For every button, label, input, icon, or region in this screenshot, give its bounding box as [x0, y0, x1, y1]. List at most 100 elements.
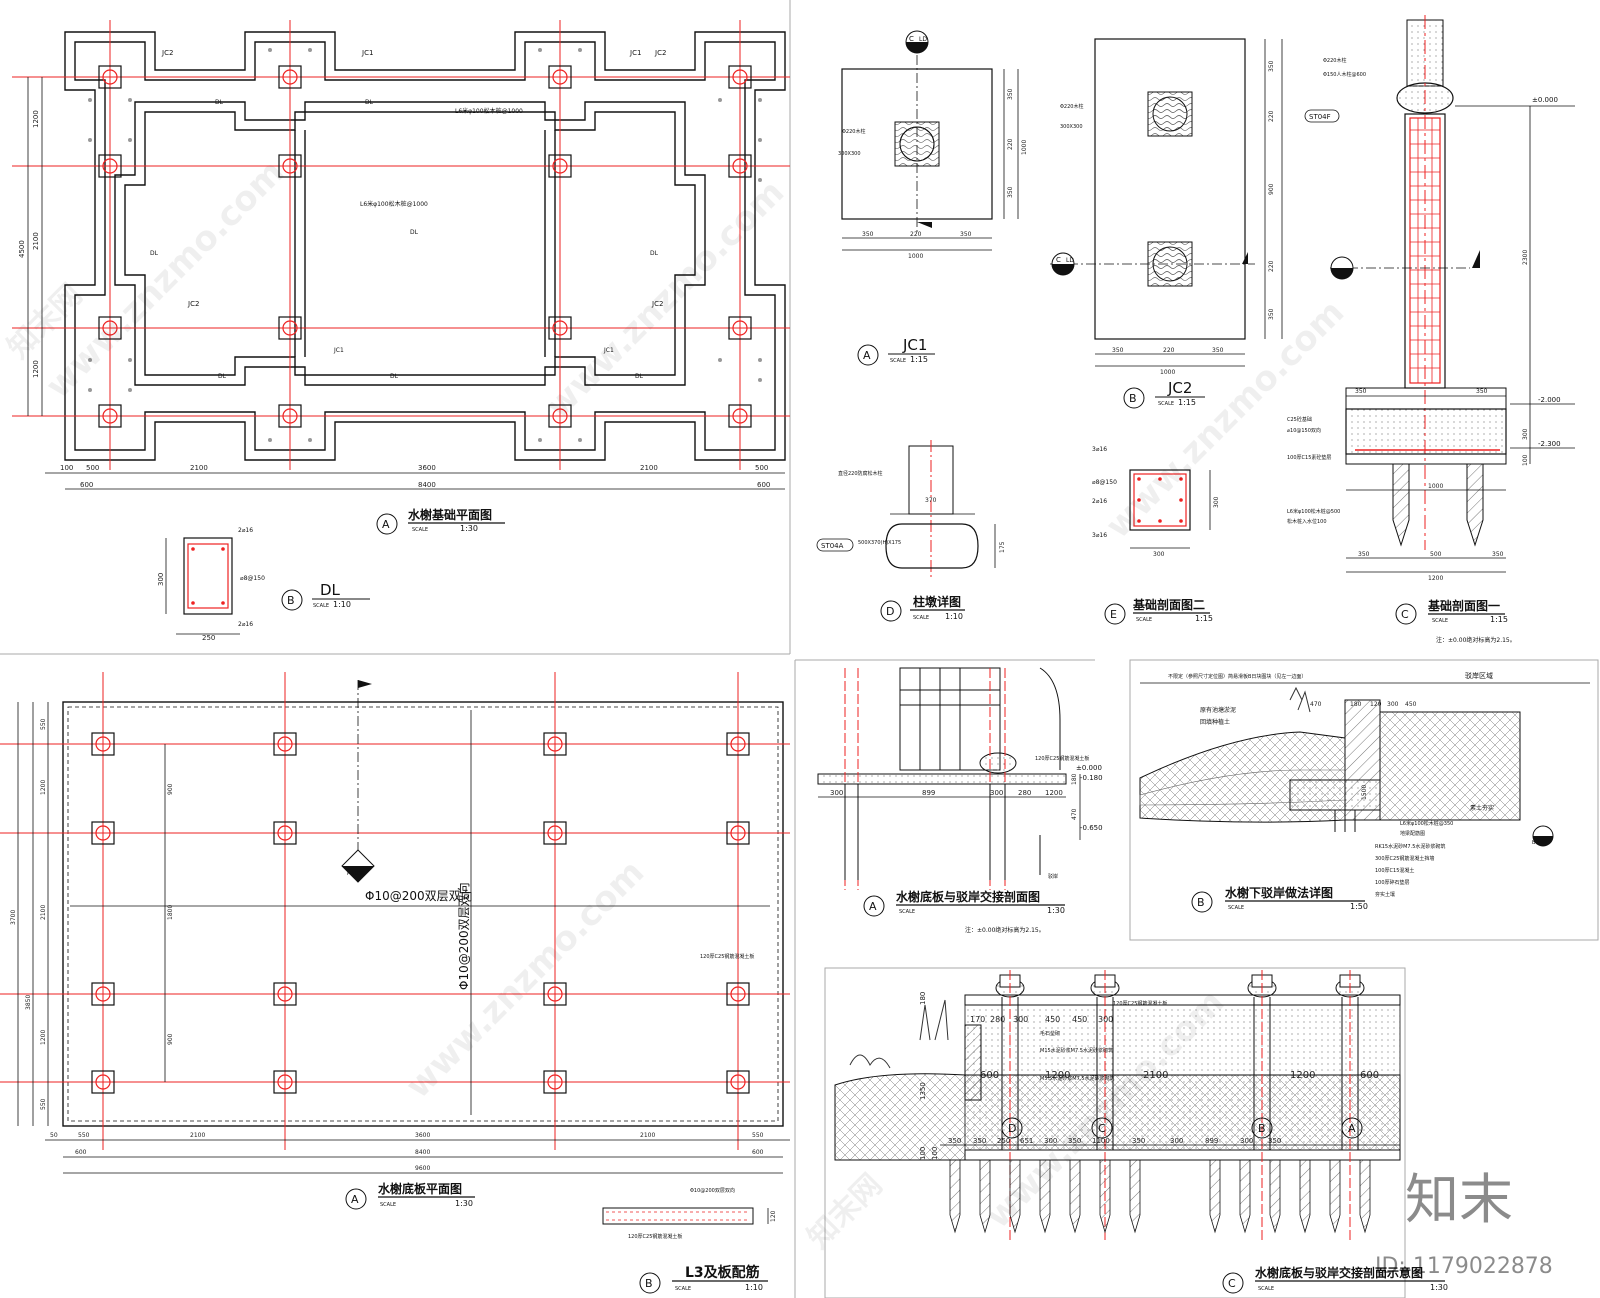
sp-l7: 3850 [25, 995, 32, 1010]
jc1-title: JC1 [902, 336, 927, 354]
sp-sect: P-503B [347, 871, 365, 877]
bs-title: 水榭底板与驳岸交接剖面示意图 [1255, 1265, 1423, 1280]
jc1-detail: C LD Φ220木柱 300X300 350 220 350 1000 350… [838, 30, 1028, 366]
label-dl-f: DL [218, 373, 227, 380]
bank-dim-low: 350 [973, 1137, 986, 1145]
jc1-d1: 350 [862, 231, 874, 238]
sp-l2: 1200 [40, 780, 47, 795]
bs-mortar2: M5.5水泥砂浆M7.5水泥砂浆砌筑 [1040, 1075, 1115, 1082]
js-d1: 300 [830, 789, 843, 797]
s1-conc: C25砼基础 [1287, 416, 1312, 423]
jc2-sect-ref: LD [1066, 257, 1074, 264]
label-jc1: JC1 [361, 49, 373, 57]
rv-soil: 素土夯实 [1470, 804, 1494, 812]
s1-h1: 2300 [1522, 250, 1529, 265]
s1-top1: 350 [1355, 388, 1367, 395]
s2-title: 基础剖面图二 [1132, 597, 1205, 612]
rv-l1: RK15水泥砂M7.5水泥砂浆砌筑 [1375, 843, 1445, 850]
cb-tag: ST04A [821, 542, 844, 550]
jc1-r1: 350 [1007, 88, 1014, 100]
l3-mark: B [645, 1277, 653, 1290]
sp-t1: 600 [75, 1149, 87, 1156]
slab-column [726, 821, 750, 845]
jc2-sect-mark: C [1056, 256, 1061, 264]
dl-title: DL [320, 581, 341, 599]
jc1-sect-ref: LD [919, 36, 927, 43]
jc1-r3: 350 [1007, 186, 1014, 198]
bs-t6: 300 [1098, 1015, 1113, 1024]
foundation-column [548, 316, 572, 340]
bs-v3: 100 [919, 1147, 927, 1160]
jc1-r2: 220 [1007, 138, 1014, 150]
s1-title: 基础剖面图一 [1427, 598, 1500, 613]
sp-b4: 2100 [640, 1132, 655, 1139]
sp-slab: 120厚C25钢筋混凝土板 [700, 953, 754, 960]
l3-scale-label: SCALE [675, 1286, 691, 1292]
bs-t5: 450 [1072, 1015, 1087, 1024]
dl-stirrup: ⌀8@150 [240, 575, 265, 582]
section-one: Φ220木柱 Φ150人木柱@600 ST04F C25砼基础 ⌀10@150双… [1287, 15, 1575, 644]
section-two: 3⌀16 ⌀8@150 2⌀16 3⌀16 300 300 E 基础剖面图二 S… [1092, 446, 1220, 625]
bank-section: 120厚C25钢筋混凝土板 毛石垒砌 M15水泥砂浆M7.5水泥砂浆砌筑 M5.… [834, 970, 1448, 1294]
bank-dim-low: 350 [1132, 1137, 1145, 1145]
label-timber-2: L6米φ100松木桩@1000 [360, 200, 428, 208]
label-jc2-c: JC2 [187, 300, 199, 308]
sp-l6: 3700 [10, 910, 17, 925]
jc2-scale-label: SCALE [1158, 401, 1174, 407]
label-dl-h: DL [635, 373, 644, 380]
rv-scale-label: SCALE [1228, 905, 1244, 911]
foundation-column [728, 404, 752, 428]
label-jc2-b: JC2 [654, 49, 666, 57]
sp-margin: 50 [50, 1132, 58, 1139]
scale-value: 1:30 [460, 524, 478, 533]
rv-top: 不限定（参照尺寸定位图）简易滑板B日块图块（见左一边面） [1168, 673, 1306, 680]
rv-d3: 120 [1370, 701, 1382, 708]
foundation-column [728, 154, 752, 178]
bank-dim-low: 1100 [1092, 1137, 1110, 1145]
label-dl: DL [215, 99, 224, 106]
jc2-detail: C LD Φ220木柱 300X300 350 220 350 1000 350… [1050, 38, 1283, 409]
s2-top: 3⌀16 [1092, 446, 1107, 453]
jc1-mark: A [863, 349, 871, 362]
jc1-d2: 220 [910, 231, 922, 238]
jc2-r1: 350 [1268, 60, 1275, 72]
jc1-sect-mark: C [909, 35, 914, 43]
s1-col: Φ220木柱 [1323, 57, 1346, 64]
bs-m3: 2100 [1143, 1070, 1168, 1081]
rv-fill1: 原有池塘淤泥 [1200, 706, 1236, 714]
dim-b4: 2100 [640, 464, 658, 472]
rv-v: 1500 [1361, 785, 1368, 800]
title-mark: A [382, 518, 390, 531]
bank-dim-low: 300 [1240, 1137, 1253, 1145]
jc1-scale-label: SCALE [890, 358, 906, 364]
jc1-total: 1000 [908, 253, 923, 260]
s1-cushion: 100厚C15素砼垫层 [1287, 454, 1331, 461]
sp-t2: 8400 [415, 1149, 430, 1156]
s2-mark: E [1110, 608, 1117, 621]
joint-section: 120厚C25钢筋混凝土板 驳岸 ±0.000 -0.180 -0.650 30… [817, 667, 1103, 934]
bank-dim-low: 350 [1268, 1137, 1281, 1145]
s1-b1: 350 [1358, 551, 1370, 558]
watermark-url-2: www.znzmo.com [538, 172, 792, 426]
rv-scale: 1:50 [1350, 902, 1368, 911]
js-note: 注：±0.00绝对标高为2.15。 [965, 926, 1045, 934]
jc2-r3: 900 [1268, 183, 1275, 195]
l3-title: L3及板配筋 [685, 1264, 760, 1281]
rv-fill2: 回填种植土 [1200, 718, 1230, 726]
slab-column [273, 1070, 297, 1094]
label-dl-d: DL [150, 250, 159, 257]
bs-t2: 280 [990, 1015, 1005, 1024]
bs-m2: 1200 [1045, 1070, 1070, 1081]
s2-scale: 1:15 [1195, 614, 1213, 623]
dim-l-total: 4500 [18, 240, 26, 258]
watermark-cn-2: 知末网 [801, 1167, 889, 1255]
jc2-r5: 350 [1268, 308, 1275, 320]
l3-scale: 1:10 [745, 1283, 763, 1292]
foundation-column [548, 154, 572, 178]
jc2-scale: 1:15 [1178, 398, 1196, 407]
dim-margin: 100 [60, 464, 73, 472]
title-mark-circle [376, 513, 398, 535]
jc2-pad: 300X300 [1060, 124, 1083, 130]
sp-l3: 2100 [40, 905, 47, 920]
jc1-d3: 350 [960, 231, 972, 238]
